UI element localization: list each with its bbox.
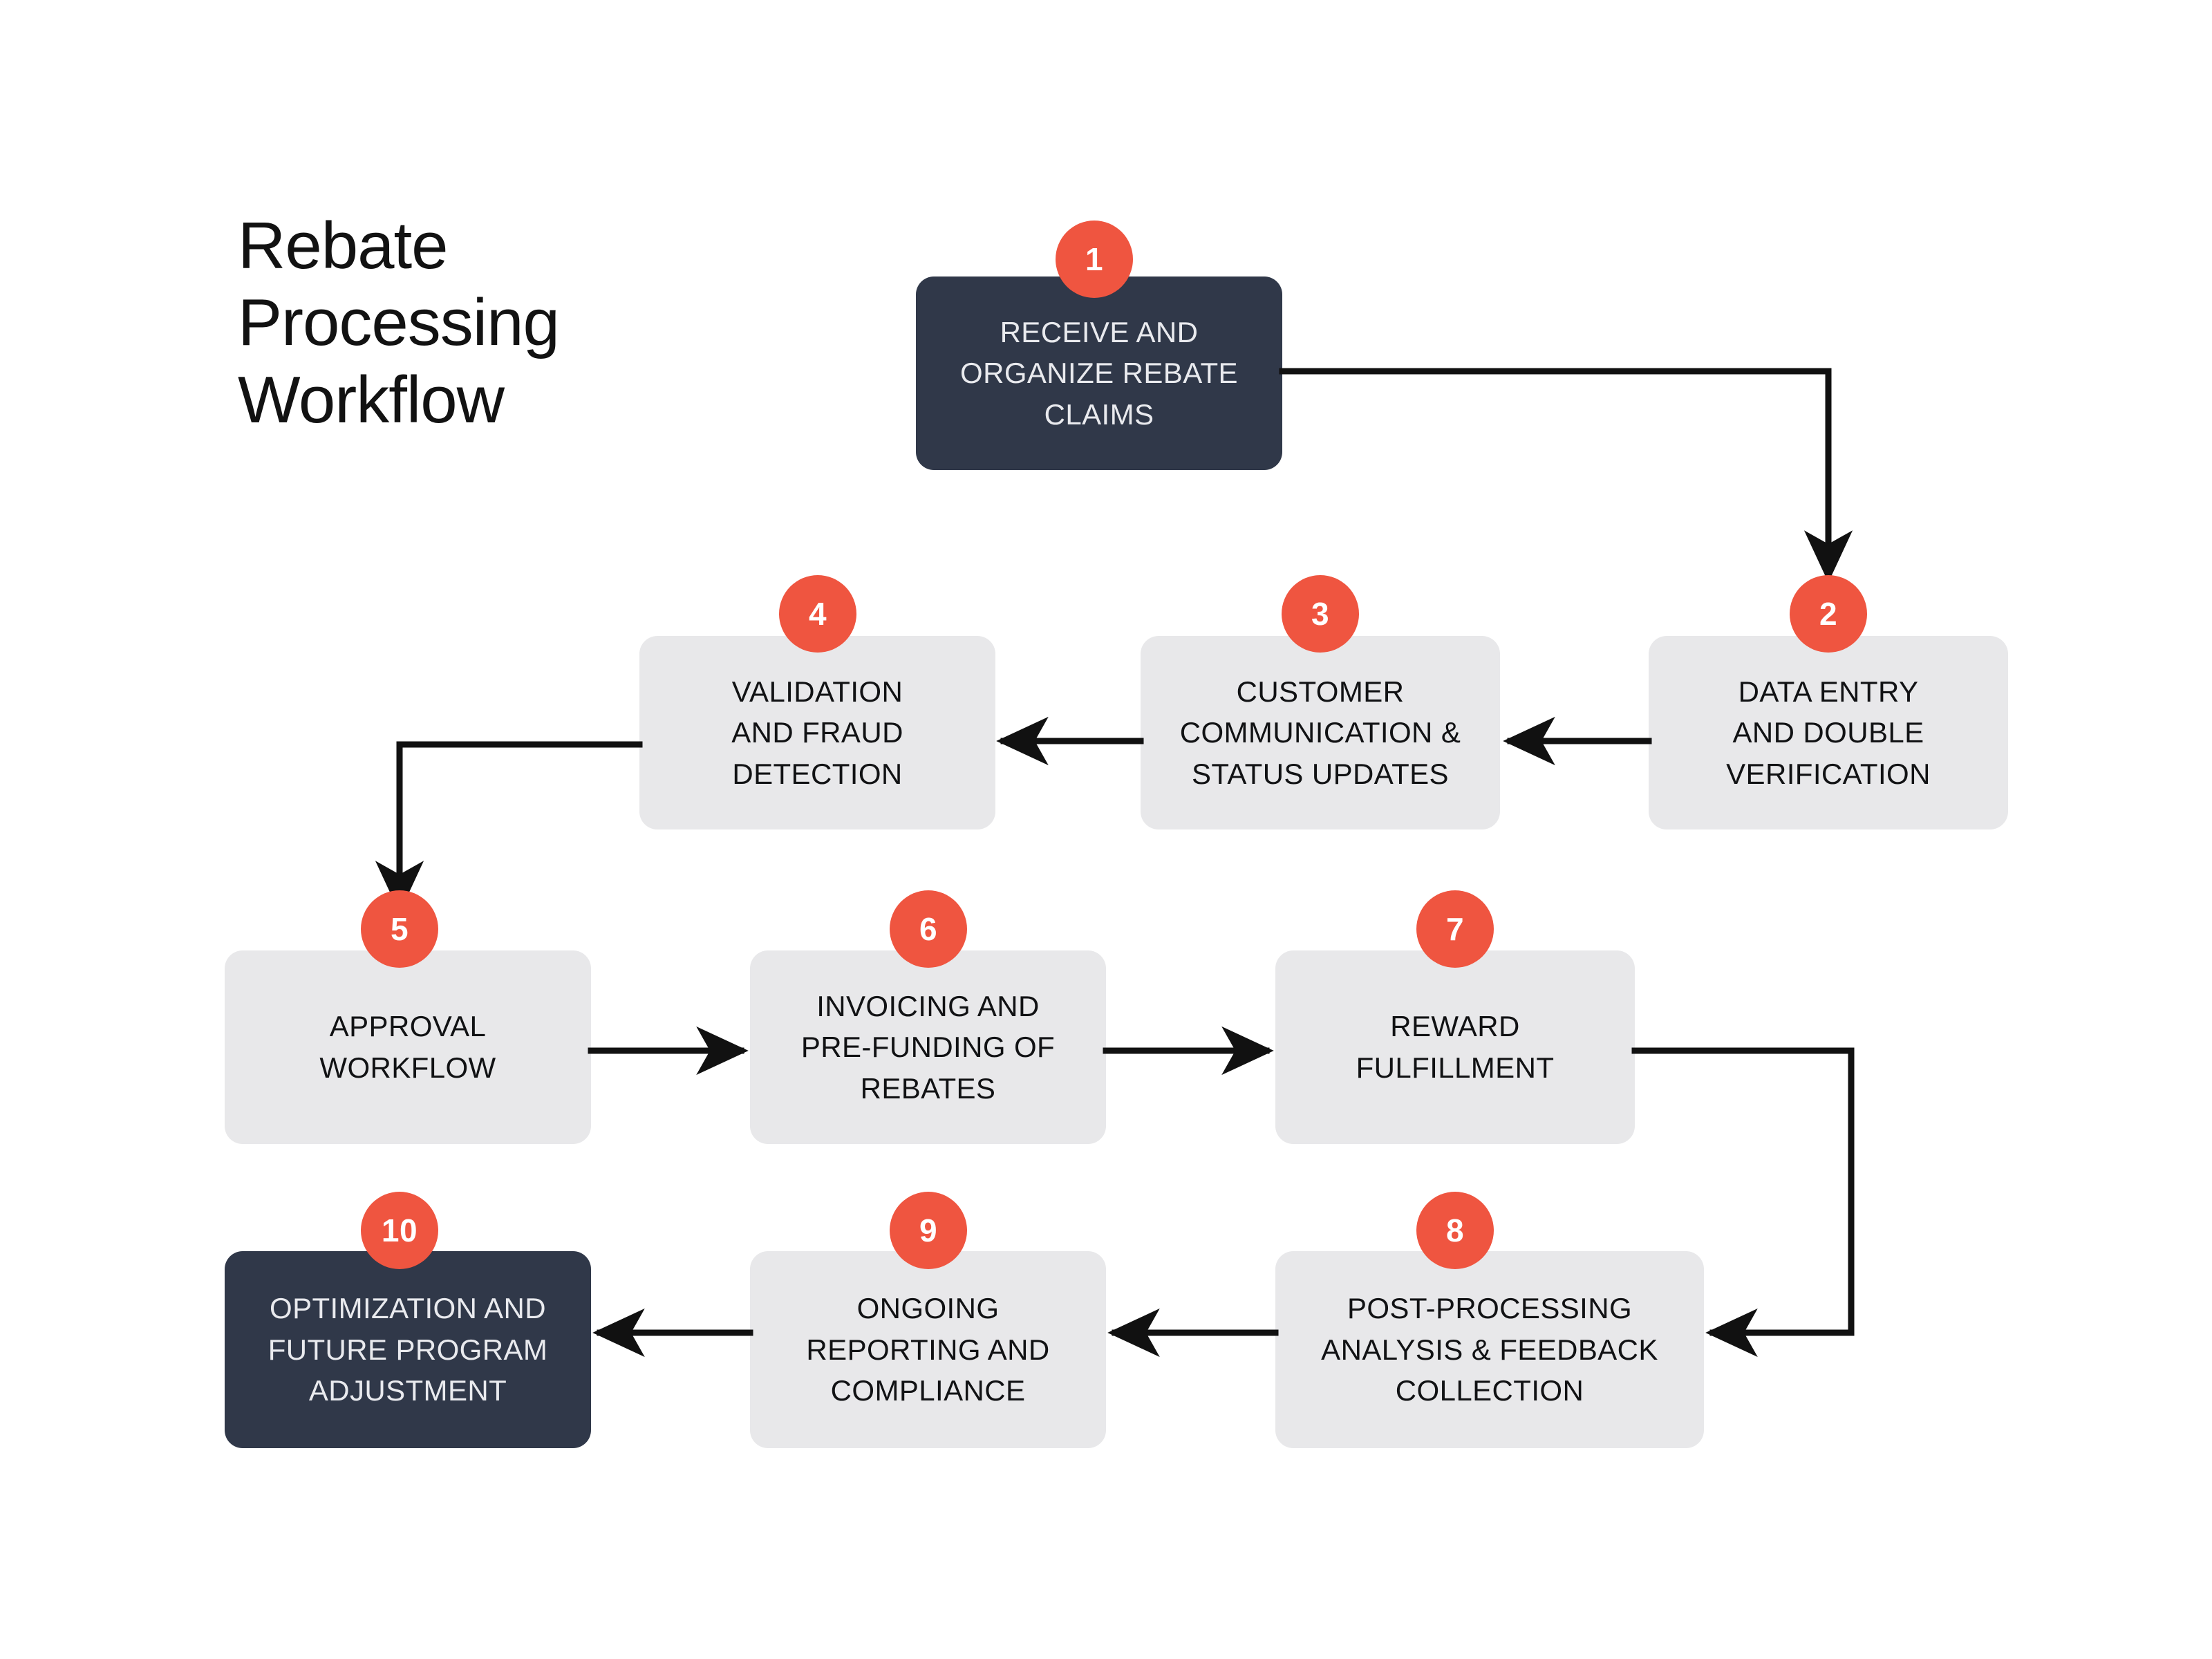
node-4-number: 4 bbox=[808, 596, 827, 632]
node-1-number: 1 bbox=[1085, 241, 1104, 277]
node-6-label: INVOICING AND PRE-FUNDING OF REBATES bbox=[800, 989, 1056, 1105]
node-3-badge: 3 bbox=[1282, 575, 1359, 653]
node-2-number: 2 bbox=[1819, 596, 1838, 632]
node-4-badge: 4 bbox=[779, 575, 856, 653]
node-10-label: OPTIMIZATION AND FUTURE PROGRAM ADJUSTME… bbox=[268, 1292, 548, 1407]
node-9-badge: 9 bbox=[890, 1192, 967, 1269]
node-7-label: REWARD FULFILLMENT bbox=[1356, 1010, 1555, 1084]
node-6-box[interactable]: INVOICING AND PRE-FUNDING OF REBATES bbox=[750, 950, 1106, 1144]
node-1-label: RECEIVE AND ORGANIZE REBATE CLAIMS bbox=[960, 315, 1238, 431]
node-7-number: 7 bbox=[1445, 911, 1465, 947]
node-9-label: ONGOING REPORTING AND COMPLIANCE bbox=[806, 1292, 1050, 1407]
node-8-box[interactable]: POST-PROCESSING ANALYSIS & FEEDBACK COLL… bbox=[1275, 1251, 1704, 1448]
node-4-label: VALIDATION AND FRAUD DETECTION bbox=[731, 675, 903, 790]
node-8-label: POST-PROCESSING ANALYSIS & FEEDBACK COLL… bbox=[1321, 1292, 1658, 1407]
node-8-number: 8 bbox=[1445, 1212, 1465, 1248]
node-10-number: 10 bbox=[381, 1212, 418, 1248]
node-2-label: DATA ENTRY AND DOUBLE VERIFICATION bbox=[1726, 675, 1931, 790]
node-1-badge: 1 bbox=[1056, 221, 1133, 298]
node-9-number: 9 bbox=[919, 1212, 938, 1248]
node-8-badge: 8 bbox=[1416, 1192, 1494, 1269]
node-10-box[interactable]: OPTIMIZATION AND FUTURE PROGRAM ADJUSTME… bbox=[225, 1251, 591, 1448]
node-9-box[interactable]: ONGOING REPORTING AND COMPLIANCE bbox=[750, 1251, 1106, 1448]
node-5-box[interactable]: APPROVAL WORKFLOW bbox=[225, 950, 591, 1144]
connector-1-to-2 bbox=[1279, 368, 1853, 583]
node-4-box[interactable]: VALIDATION AND FRAUD DETECTION bbox=[639, 636, 995, 830]
node-10-badge: 10 bbox=[361, 1192, 438, 1269]
node-5-number: 5 bbox=[390, 911, 409, 947]
node-3-number: 3 bbox=[1311, 596, 1330, 632]
node-7-badge: 7 bbox=[1416, 890, 1494, 968]
node-7-box[interactable]: REWARD FULFILLMENT bbox=[1275, 950, 1635, 1144]
node-6-badge: 6 bbox=[890, 890, 967, 968]
node-5-badge: 5 bbox=[361, 890, 438, 968]
node-3-box[interactable]: CUSTOMER COMMUNICATION & STATUS UPDATES bbox=[1141, 636, 1500, 830]
node-1-box[interactable]: RECEIVE AND ORGANIZE REBATE CLAIMS bbox=[916, 276, 1282, 470]
page-title: Rebate Processing Workflow bbox=[238, 209, 560, 437]
node-5-label: APPROVAL WORKFLOW bbox=[319, 1010, 496, 1084]
node-6-number: 6 bbox=[919, 911, 938, 947]
connector-4-to-5 bbox=[375, 741, 643, 913]
node-2-badge: 2 bbox=[1790, 575, 1867, 653]
node-2-box[interactable]: DATA ENTRY AND DOUBLE VERIFICATION bbox=[1649, 636, 2008, 830]
node-3-label: CUSTOMER COMMUNICATION & STATUS UPDATES bbox=[1179, 675, 1461, 790]
